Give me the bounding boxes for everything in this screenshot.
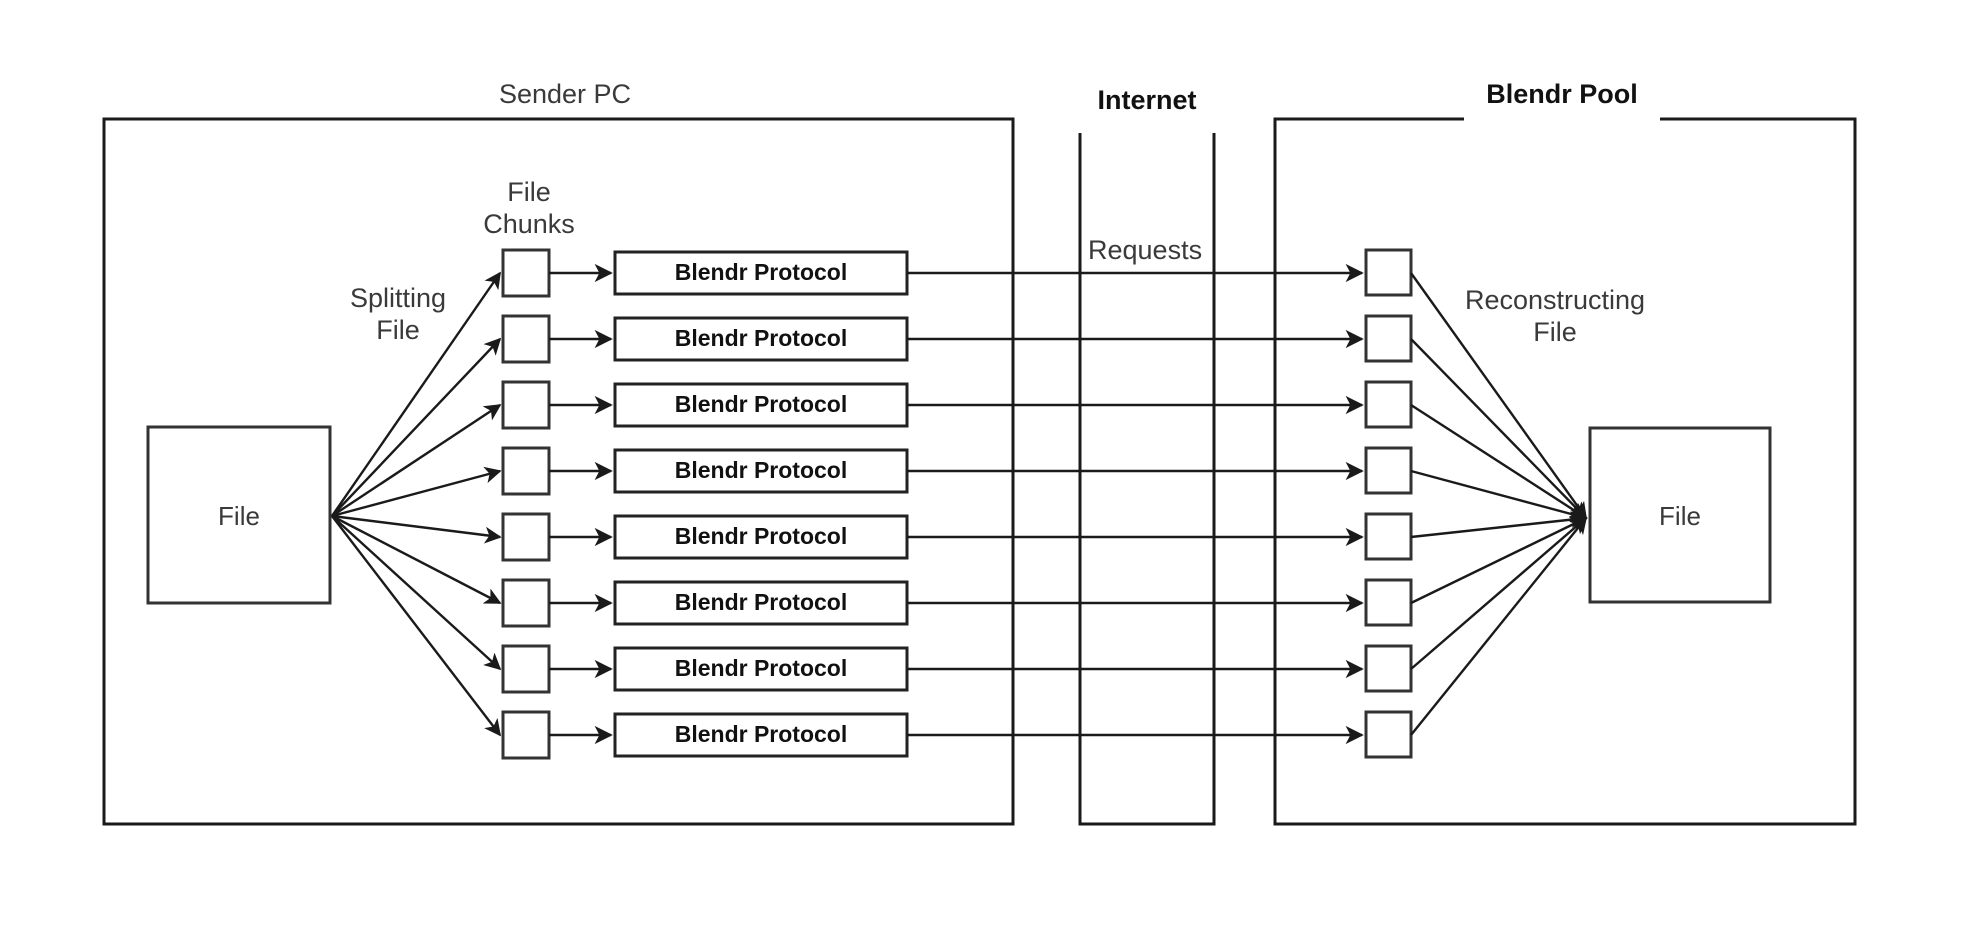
receiver-chunk-box[interactable] [1364, 512, 1413, 561]
fan-line-left-3 [331, 403, 502, 518]
fan-line-left-1 [331, 271, 501, 517]
destination-file-label: File [1659, 501, 1701, 531]
chunk-row[interactable]: Blendr Protocol [501, 578, 1413, 628]
fan-line-left-2 [331, 337, 502, 517]
container-blendr-pool: Blendr Pool [1273, 79, 1857, 826]
chunk-box[interactable] [501, 644, 551, 694]
chunk-row[interactable]: Blendr Protocol [501, 710, 1413, 760]
fan-line-right-5 [1410, 511, 1588, 539]
protocol-label: Blendr Protocol [675, 589, 848, 615]
chunk-row[interactable]: Blendr Protocol [501, 512, 1413, 562]
chunk-rows: Blendr Protocol Blendr Protocol Blendr P… [501, 248, 1413, 760]
internet-border [1078, 133, 1216, 826]
chunk-box[interactable] [501, 512, 551, 562]
receiver-chunk-box[interactable] [1364, 644, 1413, 693]
blendr-pool-border [1273, 117, 1857, 826]
chunk-box[interactable] [501, 710, 551, 760]
receiver-chunk-box[interactable] [1364, 380, 1413, 429]
blendr-pool-label: Blendr Pool [1486, 79, 1638, 109]
protocol-label: Blendr Protocol [675, 655, 848, 681]
receiver-chunk-box[interactable] [1364, 314, 1413, 363]
fan-line-right-2 [1410, 338, 1588, 520]
chunk-box[interactable] [501, 314, 551, 364]
receiver-chunk-box[interactable] [1364, 578, 1413, 627]
chunk-row[interactable]: Blendr Protocol [501, 380, 1413, 430]
reconstructing-file-label-line2: File [1533, 317, 1577, 347]
receiver-chunk-box[interactable] [1364, 710, 1413, 759]
protocol-label: Blendr Protocol [675, 457, 848, 483]
protocol-box[interactable] [613, 514, 909, 560]
protocol-label: Blendr Protocol [675, 259, 848, 285]
sender-pc-label: Sender PC [499, 79, 631, 109]
chunk-row[interactable]: Blendr Protocol [501, 248, 1413, 298]
source-file-label: File [218, 501, 260, 531]
fan-line-left-7 [331, 515, 502, 671]
fan-line-left-6 [331, 514, 502, 605]
chunk-row[interactable]: Blendr Protocol [501, 644, 1413, 694]
splitting-file-label-line1: Splitting [350, 283, 446, 313]
chunk-box[interactable] [501, 578, 551, 628]
chunk-box[interactable] [501, 380, 551, 430]
splitting-fan-lines [331, 271, 502, 737]
reconstructing-file-label-line1: Reconstructing [1465, 285, 1645, 315]
fan-line-right-1 [1410, 272, 1587, 520]
protocol-box[interactable] [613, 580, 909, 626]
chunk-box[interactable] [501, 248, 551, 298]
splitting-file-label-line2: File [376, 315, 420, 345]
protocol-box[interactable] [613, 646, 909, 692]
file-chunks-label-line2: Chunks [483, 209, 575, 239]
protocol-label: Blendr Protocol [675, 721, 848, 747]
receiver-chunk-box[interactable] [1364, 248, 1413, 297]
fan-line-left-8 [331, 515, 502, 737]
protocol-label: Blendr Protocol [675, 325, 848, 351]
internet-label: Internet [1097, 85, 1196, 115]
chunk-box[interactable] [501, 446, 551, 496]
chunk-row[interactable]: Blendr Protocol [501, 446, 1413, 496]
fan-line-right-4 [1410, 469, 1588, 523]
source-file-box[interactable]: File [146, 425, 332, 605]
protocol-box[interactable] [613, 712, 909, 758]
file-chunks-label-line1: File [507, 177, 551, 207]
destination-file-rect [1588, 426, 1772, 604]
fan-line-right-7 [1410, 516, 1588, 670]
sender-pc-border [102, 117, 1015, 826]
chunk-row[interactable]: Blendr Protocol [501, 314, 1413, 364]
protocol-label: Blendr Protocol [675, 523, 848, 549]
container-sender-pc: Sender PC [102, 79, 1015, 826]
container-internet: Internet Requests [1078, 85, 1216, 826]
fan-line-left-5 [331, 514, 502, 544]
reconstructing-fan-lines [1410, 272, 1588, 736]
protocol-label: Blendr Protocol [675, 391, 848, 417]
protocol-box[interactable] [613, 316, 909, 362]
protocol-box[interactable] [613, 382, 909, 428]
fan-line-right-8 [1410, 516, 1588, 736]
source-file-rect [146, 425, 332, 605]
destination-file-box[interactable]: File [1588, 426, 1772, 604]
fan-line-left-4 [331, 466, 502, 518]
receiver-chunk-box[interactable] [1364, 446, 1413, 495]
fan-line-right-6 [1410, 516, 1588, 605]
requests-label: Requests [1088, 235, 1202, 265]
fan-line-right-3 [1410, 403, 1588, 520]
